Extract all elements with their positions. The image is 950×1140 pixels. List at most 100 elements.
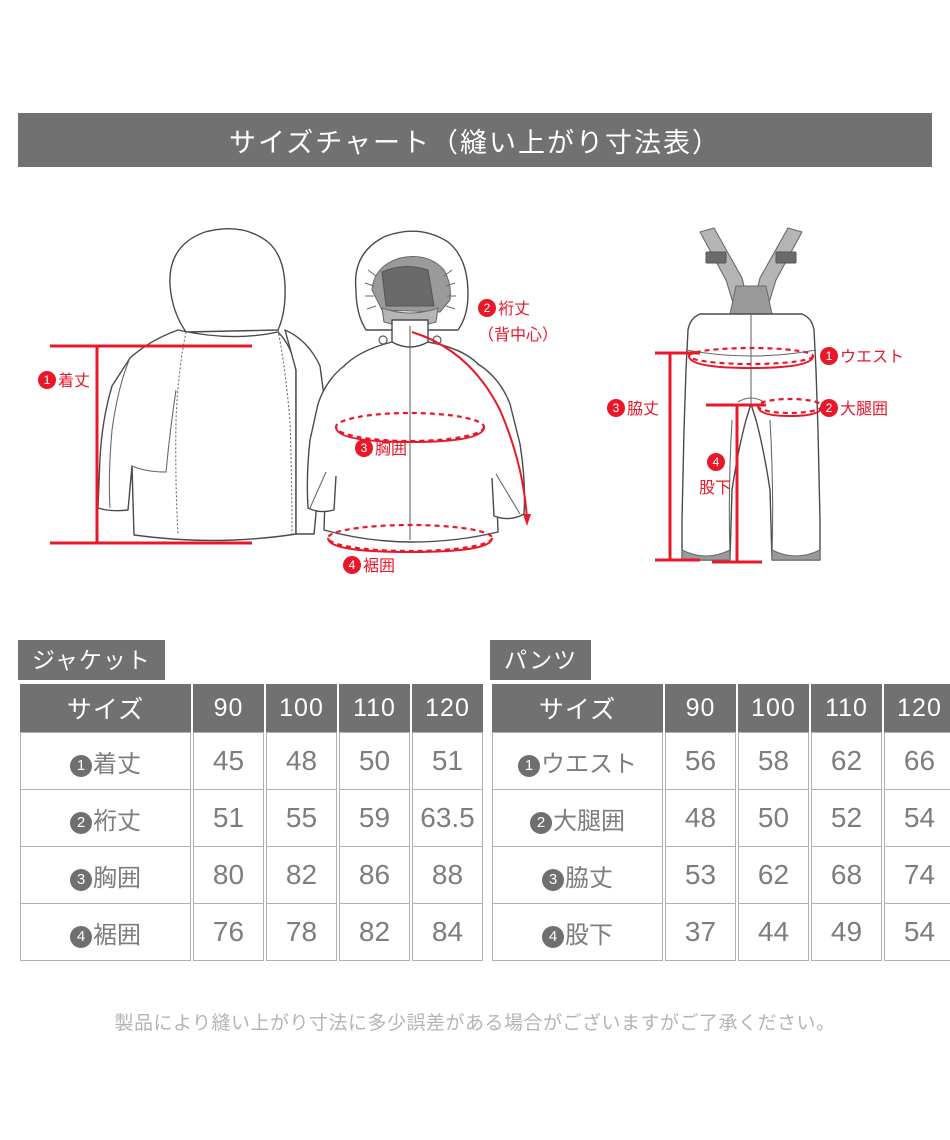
badge-3-icon: 3 [542, 868, 564, 891]
cell-value: 82 [339, 904, 410, 961]
measure-length-jacket: 1 着丈 [38, 344, 252, 545]
cell-value: 68 [811, 847, 882, 904]
cell-value: 45 [193, 732, 264, 790]
label-jacket-3: 3 胸囲 [355, 439, 407, 458]
measure-hem-jacket: 4 裾囲 [326, 523, 494, 575]
cell-value: 88 [412, 847, 483, 904]
svg-text:（背中心）: （背中心） [478, 326, 558, 344]
cell-value: 58 [738, 732, 809, 790]
column-header-110: 110 [339, 684, 410, 732]
label-pants-2: 2 大腿囲 [820, 399, 888, 418]
svg-text:2: 2 [484, 301, 491, 315]
measure-sidelength-pants: 3 脇丈 [607, 353, 700, 562]
column-header-size: サイズ [20, 684, 191, 732]
cell-value: 56 [665, 732, 736, 790]
measure-inseam-pants: 4 股下 [699, 405, 762, 564]
svg-text:2: 2 [826, 401, 833, 415]
column-header-90: 90 [665, 684, 736, 732]
cell-value: 50 [738, 790, 809, 847]
label-jacket-2: 2 裄丈 （背中心） [478, 299, 558, 344]
svg-text:裾囲: 裾囲 [363, 557, 395, 575]
badge-1-icon: 1 [70, 754, 92, 777]
label-pants-4: 4 股下 [699, 453, 731, 497]
badge-4-icon: 4 [542, 925, 564, 948]
cell-value: 86 [339, 847, 410, 904]
row-label-text: 胸囲 [93, 864, 141, 892]
row-label-text: 着丈 [93, 750, 141, 778]
row-label-text: 股下 [565, 921, 613, 949]
measure-chest-jacket: 3 胸囲 [334, 411, 486, 458]
badge-3-icon: 3 [70, 868, 92, 891]
cell-value: 51 [412, 732, 483, 790]
svg-text:大腿囲: 大腿囲 [840, 400, 888, 418]
page-title: サイズチャート（縫い上がり寸法表） [229, 127, 721, 158]
cell-value: 78 [266, 904, 337, 961]
jacket-back-illustration [97, 227, 325, 542]
cell-value: 48 [266, 732, 337, 790]
svg-text:1: 1 [44, 373, 51, 387]
svg-text:胸囲: 胸囲 [375, 440, 407, 458]
garment-illustrations: 1 着丈 [0, 190, 950, 610]
svg-text:4: 4 [349, 558, 356, 572]
pants-table-tab: パンツ [490, 640, 592, 680]
measure-thigh-pants: 2 大腿囲 [706, 397, 888, 418]
label-jacket-1: 1 着丈 [38, 371, 90, 390]
cell-value: 53 [665, 847, 736, 904]
badge-1-icon: 1 [518, 754, 540, 777]
column-header-90: 90 [193, 684, 264, 732]
table-header-row: サイズ 90 100 110 120 [492, 684, 950, 732]
svg-text:3: 3 [613, 401, 620, 415]
label-jacket-4: 4 裾囲 [343, 556, 395, 575]
svg-text:裄丈: 裄丈 [498, 300, 530, 318]
badge-2-icon: 2 [530, 811, 552, 834]
footnote-text: 製品により縫い上がり寸法に多少誤差がある場合がございますがご了承ください。 [114, 1013, 836, 1034]
cell-value: 37 [665, 904, 736, 961]
label-pants-3: 3 脇丈 [607, 399, 659, 418]
cell-value: 54 [884, 904, 950, 961]
row-label-text: 裄丈 [93, 807, 141, 835]
column-header-110: 110 [811, 684, 882, 732]
cell-value: 76 [193, 904, 264, 961]
cell-value: 48 [665, 790, 736, 847]
cell-value: 84 [412, 904, 483, 961]
cell-value: 54 [884, 790, 950, 847]
cell-value: 52 [811, 790, 882, 847]
jacket-front-illustration [306, 230, 526, 543]
cell-value: 50 [339, 732, 410, 790]
row-label-text: 大腿囲 [553, 807, 625, 835]
cell-value: 55 [266, 790, 337, 847]
svg-text:着丈: 着丈 [58, 372, 90, 390]
cell-value: 63.5 [412, 790, 483, 847]
cell-value: 80 [193, 847, 264, 904]
cell-value: 49 [811, 904, 882, 961]
page-title-banner: サイズチャート（縫い上がり寸法表） [18, 113, 932, 167]
measure-waist-pants: 1 ウエスト [655, 346, 904, 370]
svg-text:3: 3 [361, 441, 368, 455]
svg-text:ウエスト: ウエスト [840, 348, 904, 366]
cell-value: 74 [884, 847, 950, 904]
cell-value: 59 [339, 790, 410, 847]
jacket-table-tab: ジャケット [18, 640, 165, 680]
badge-2-icon: 2 [70, 811, 92, 834]
svg-text:1: 1 [826, 349, 833, 363]
pants-illustration [681, 227, 821, 561]
svg-text:脇丈: 脇丈 [627, 400, 659, 418]
